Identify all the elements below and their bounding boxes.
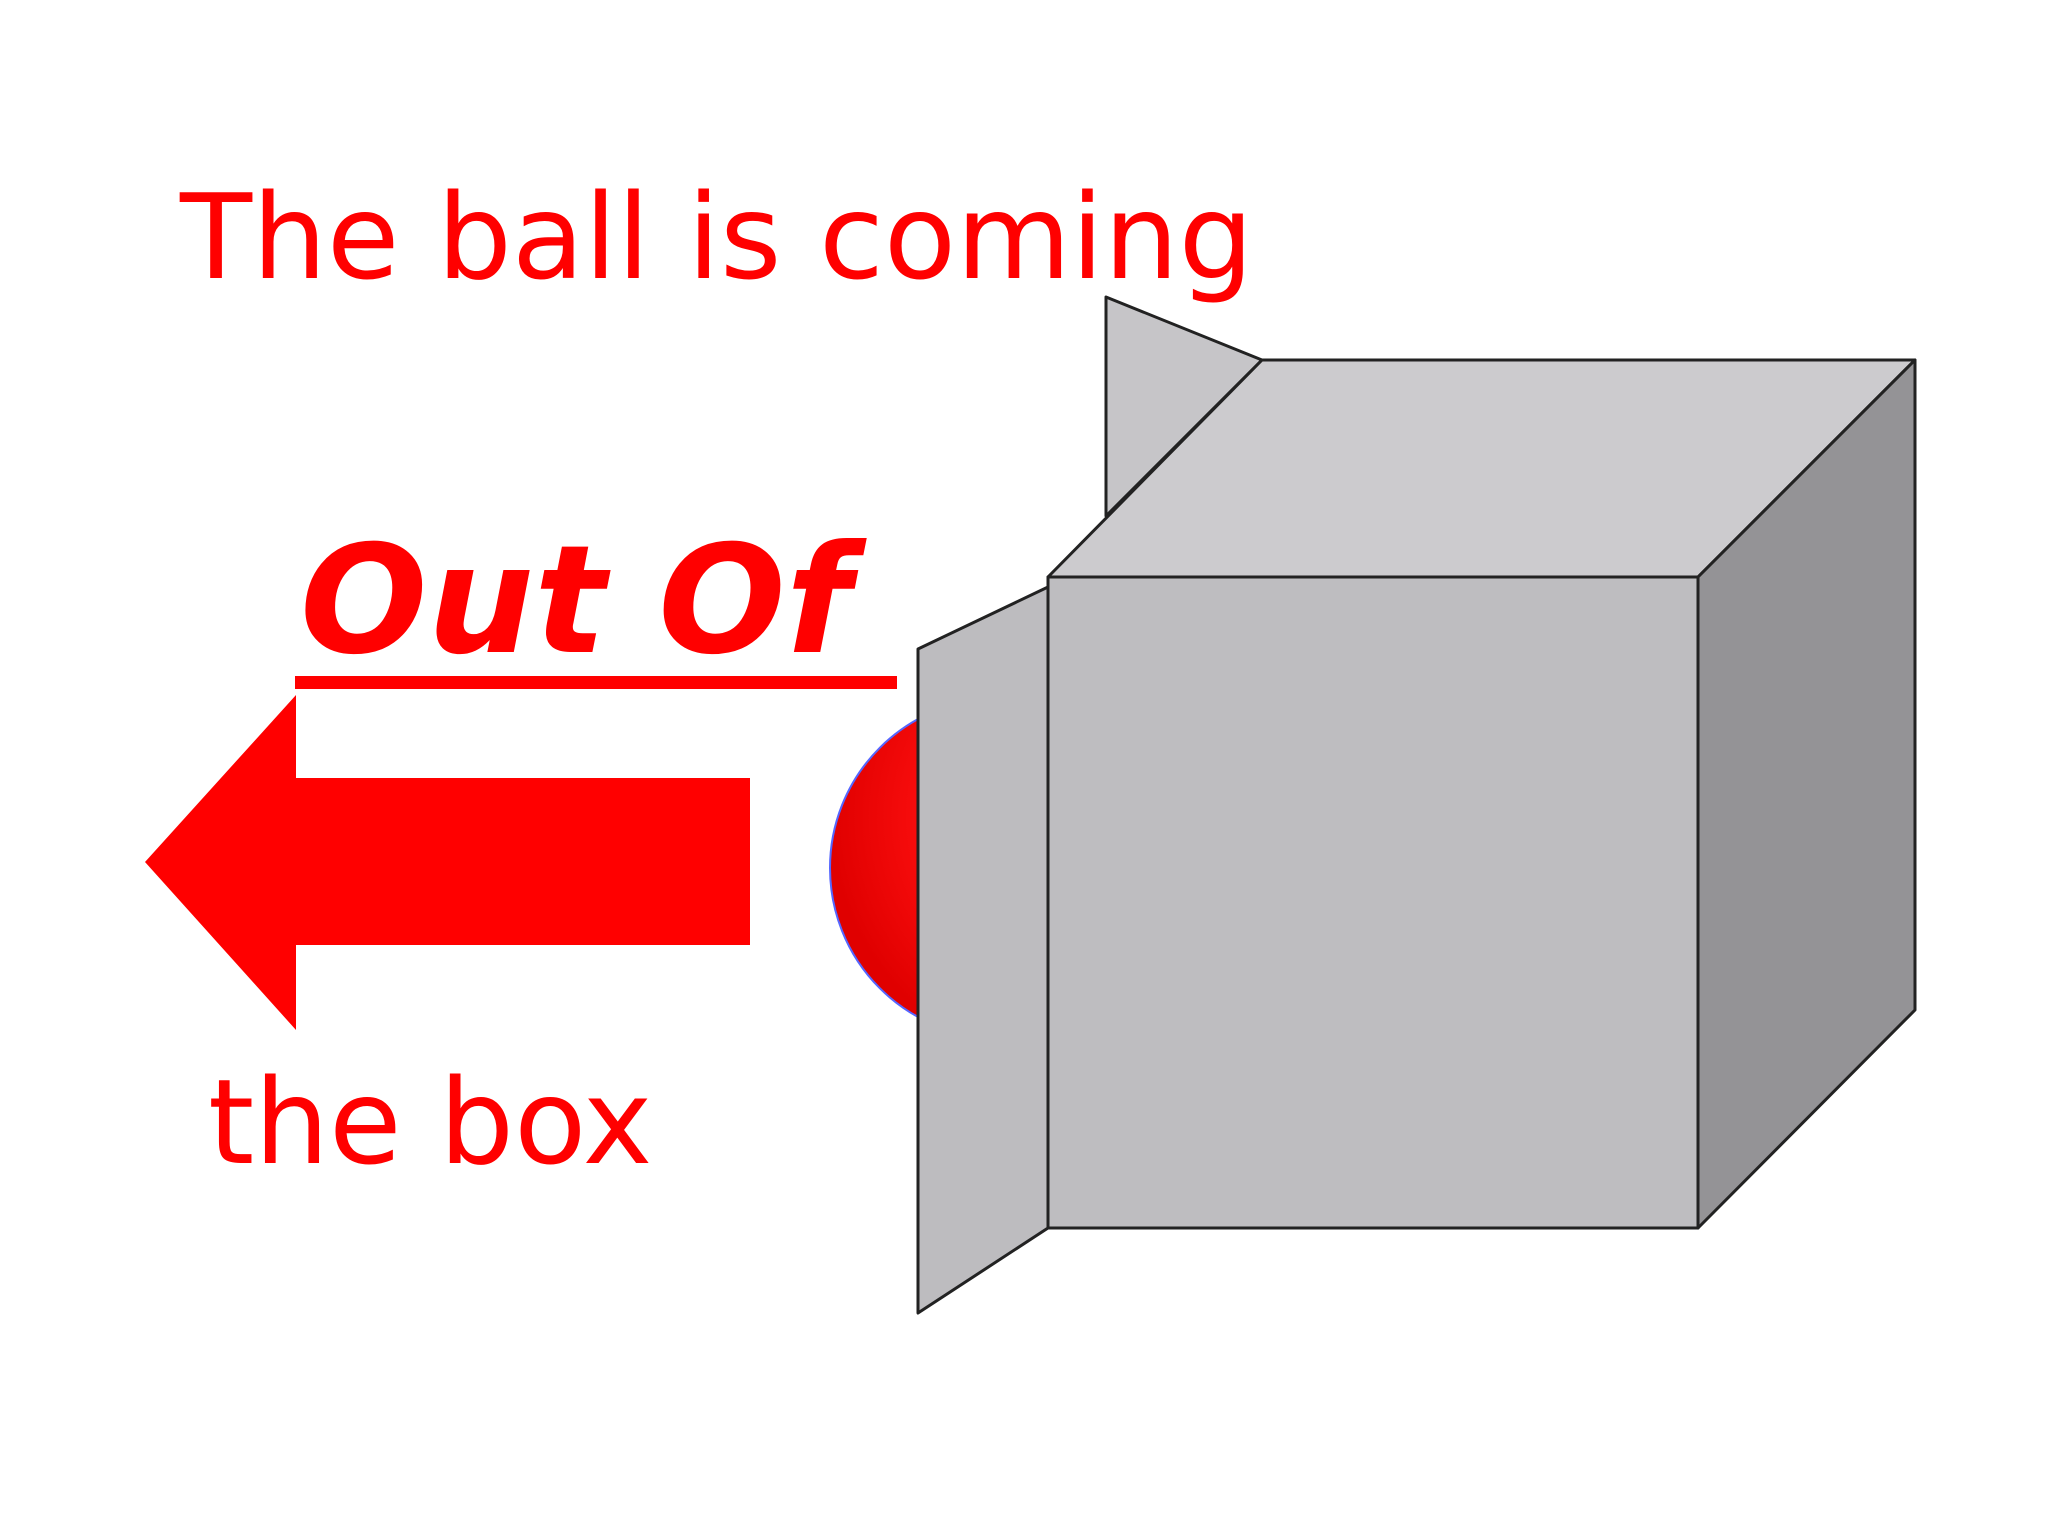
emphasis-underline — [295, 676, 897, 689]
box-front-flap — [916, 585, 1050, 1315]
arrow-left-icon — [145, 695, 750, 1030]
heading-text: The ball is coming — [179, 168, 1254, 306]
open-box-icon — [916, 295, 1917, 1315]
box-front-face — [1046, 575, 1700, 1230]
emphasis-text: Out Of — [300, 514, 867, 688]
caption-text: the box — [208, 1053, 652, 1191]
